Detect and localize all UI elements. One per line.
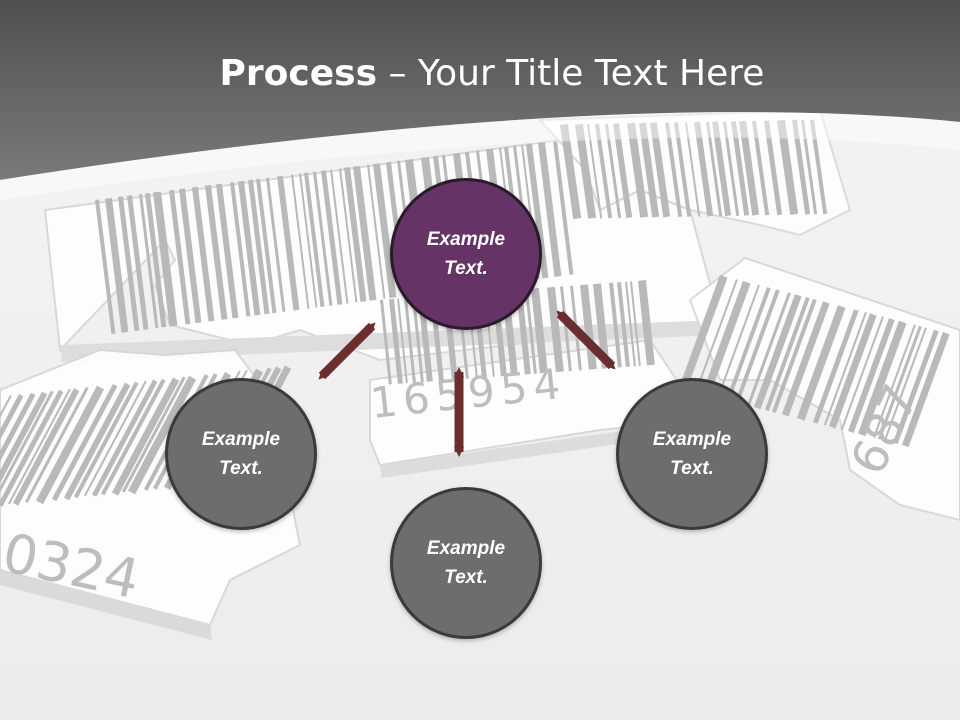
header-band <box>0 0 960 180</box>
node-center-line1: Example <box>426 229 506 250</box>
node-bottom-line1: Example <box>426 538 506 559</box>
barcode-top-right <box>560 119 828 220</box>
slide-title: Process – Your Title Text Here <box>0 52 960 96</box>
barcode-right <box>678 274 950 448</box>
node-right-line2: Text. <box>670 458 714 479</box>
node-bottom-line2: Text. <box>444 567 488 588</box>
title-rest: – Your Title Text Here <box>377 53 765 94</box>
node-right-line1: Example <box>652 429 732 450</box>
title-bold: Process <box>219 53 378 94</box>
node-center-line2: Text. <box>444 258 488 279</box>
node-left-line1: Example <box>201 429 281 450</box>
header-curve-highlight <box>0 112 960 200</box>
node-left-line2: Text. <box>219 458 263 479</box>
